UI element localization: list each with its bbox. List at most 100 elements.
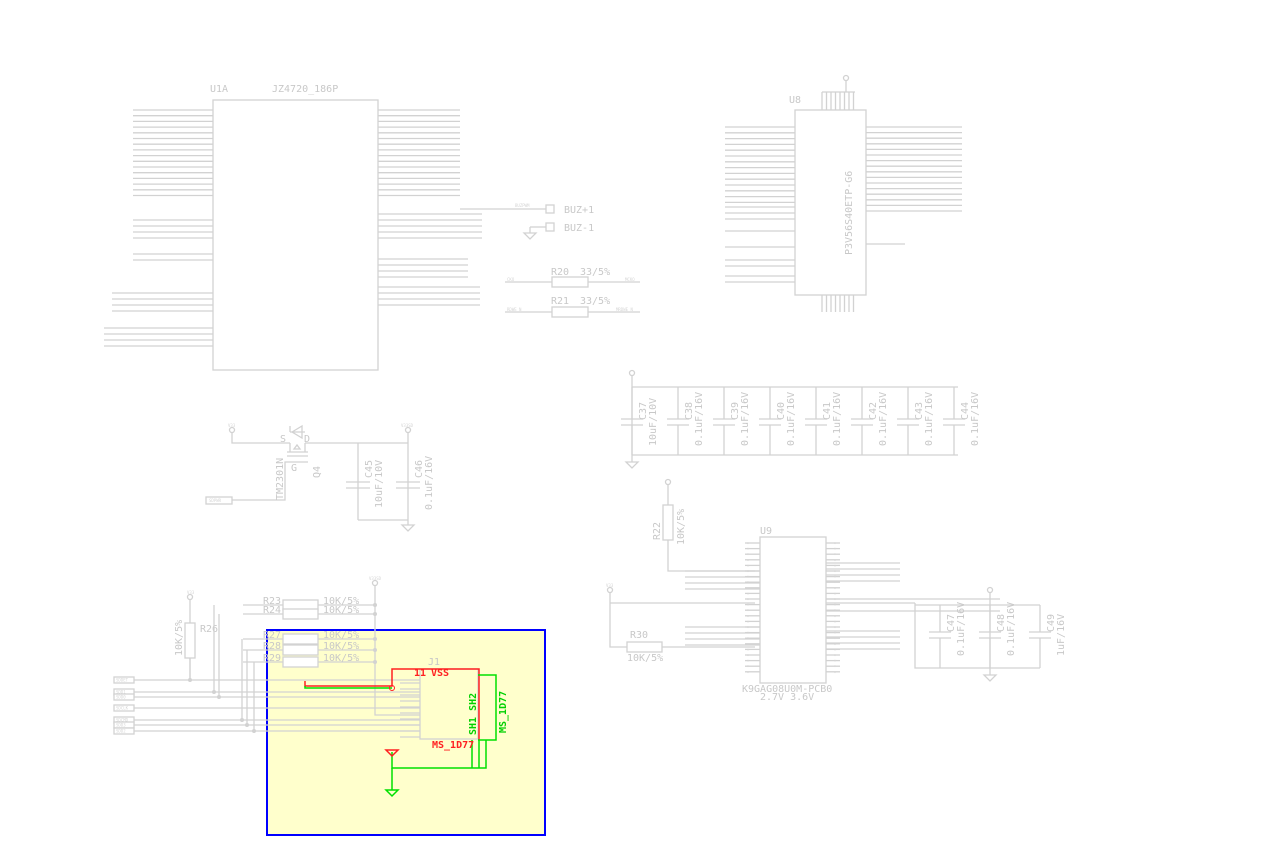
r20-ref: R20 bbox=[551, 267, 569, 278]
nc-mark: × bbox=[834, 625, 837, 630]
resistor-value: 10K/5% bbox=[323, 630, 359, 641]
u9-symbol[interactable]: U9 K9GAG08U0M-PCB0 2.7V 3.6V ×××××××××××… bbox=[606, 478, 1067, 704]
resistor-value: 10K/5% bbox=[323, 641, 359, 652]
nc-mark: × bbox=[747, 653, 750, 658]
cap-ref: C49 bbox=[1046, 614, 1057, 632]
nc-mark: × bbox=[834, 664, 837, 669]
cap-ref: C43 bbox=[914, 402, 925, 420]
r21-ref: R21 bbox=[551, 296, 569, 307]
port-label: SDD3 bbox=[116, 723, 126, 728]
nc-mark: × bbox=[834, 653, 837, 658]
nc-mark: × bbox=[747, 585, 750, 590]
nc-mark: × bbox=[834, 641, 837, 646]
q4-d: D bbox=[304, 434, 310, 445]
cap-value: 0.1uF/16V bbox=[694, 392, 705, 446]
resistor-r20[interactable]: R20 33/5% CKO MCKO bbox=[505, 267, 640, 288]
nc-mark: × bbox=[834, 613, 837, 618]
r26-value: 10K/5% bbox=[174, 620, 185, 656]
pullup-resistor[interactable] bbox=[282, 633, 319, 645]
resistor-r21[interactable]: R21 33/5% RDWE_N MRDWE_N bbox=[505, 296, 640, 318]
sdpwr-port: SDPWR bbox=[209, 498, 222, 503]
nc-mark: × bbox=[747, 541, 750, 546]
port-label: SDD0 bbox=[116, 695, 126, 700]
nc-mark: × bbox=[747, 619, 750, 624]
nc-mark: × bbox=[834, 608, 837, 613]
v33-sd-label: V33 bbox=[187, 590, 195, 595]
u8-value: P3V56S40ETP-G6 bbox=[844, 171, 855, 255]
nc-mark: × bbox=[747, 669, 750, 674]
nc-mark: × bbox=[747, 552, 750, 557]
nc-mark: × bbox=[834, 552, 837, 557]
port-label: SDCMD bbox=[116, 718, 129, 723]
pullup-resistor[interactable] bbox=[282, 608, 319, 620]
r22-value: 10K/5% bbox=[676, 509, 687, 545]
u9-value: K9GAG08U0M-PCB0 bbox=[742, 684, 832, 695]
u1a-symbol[interactable]: U1A JZ4720_186P bbox=[104, 84, 482, 371]
resistor-value: 10K/5% bbox=[323, 605, 359, 616]
pullup-resistor[interactable] bbox=[282, 656, 319, 668]
port-label: SDDET bbox=[116, 678, 129, 683]
q4-s: S bbox=[280, 434, 286, 445]
cap-value: 0.1uF/16V bbox=[832, 392, 843, 446]
resistor-ref: R24 bbox=[263, 605, 281, 616]
cap-value: 0.1uF/16V bbox=[956, 602, 967, 656]
cap-value: 0.1uF/16V bbox=[970, 392, 981, 446]
v33sd-sd-label: V33SD bbox=[369, 576, 382, 581]
cap-value: 0.1uF/16V bbox=[878, 392, 889, 446]
resistor-ref: R29 bbox=[263, 653, 281, 664]
nc-mark: × bbox=[834, 658, 837, 663]
port-label: SDCLK bbox=[116, 706, 129, 711]
cap-ref: C37 bbox=[638, 402, 649, 420]
cap-value: 1uF/16V bbox=[1056, 614, 1067, 656]
resistor-value: 10K/5% bbox=[323, 653, 359, 664]
r26-ref: R26 bbox=[200, 624, 218, 635]
c46-ref: C46 bbox=[414, 460, 425, 478]
nc-mark: × bbox=[834, 546, 837, 551]
nc-mark: × bbox=[834, 636, 837, 641]
cap-ref: C38 bbox=[684, 402, 695, 420]
r21-right-net: MRDWE_N bbox=[616, 307, 633, 312]
r21-value: 33/5% bbox=[580, 296, 610, 307]
cap-ref: C41 bbox=[822, 402, 833, 420]
nc-mark: × bbox=[747, 641, 750, 646]
j1-ref: J1 bbox=[428, 657, 440, 668]
buzzer-connector[interactable]: BUZPWM BUZ+1 BUZ-1 bbox=[460, 203, 594, 240]
nc-mark: × bbox=[747, 658, 750, 663]
nc-mark: × bbox=[834, 619, 837, 624]
cap-ref: C40 bbox=[776, 402, 787, 420]
c45-ref: C45 bbox=[364, 460, 375, 478]
q4-ref: Q4 bbox=[312, 466, 323, 478]
cap-value: 0.1uF/16V bbox=[924, 392, 935, 446]
nc-mark: × bbox=[747, 557, 750, 562]
nc-mark: × bbox=[834, 574, 837, 579]
r20-value: 33/5% bbox=[580, 267, 610, 278]
cap-value: 0.1uF/16V bbox=[786, 392, 797, 446]
buzpwm-net: BUZPWM bbox=[515, 203, 530, 208]
nc-mark: × bbox=[834, 585, 837, 590]
resistor-ref: R28 bbox=[263, 641, 281, 652]
nc-mark: × bbox=[834, 541, 837, 546]
nc-mark: × bbox=[747, 613, 750, 618]
nc-mark: × bbox=[834, 557, 837, 562]
u1a-ref: U1A bbox=[210, 84, 228, 95]
q4-power-switch[interactable]: V33 SDPWR S D G TM2301N Q4 V33SD C45 10u… bbox=[205, 423, 435, 532]
buz-plus-label: BUZ+1 bbox=[564, 205, 594, 216]
nc-mark: × bbox=[834, 669, 837, 674]
c46-value: 0.1uF/16V bbox=[424, 456, 435, 510]
cap-ref: C48 bbox=[996, 614, 1007, 632]
j1-value-green: MS_1D77 bbox=[498, 691, 509, 733]
u8-symbol[interactable]: U8 P3V56S40ETP-G6 bbox=[725, 74, 962, 313]
r30-value: 10K/5% bbox=[627, 653, 663, 664]
r21-left-net: RDWE_N bbox=[507, 307, 522, 312]
q4-value: TM2301N bbox=[275, 458, 286, 500]
pullup-resistor[interactable] bbox=[282, 644, 319, 656]
cap-value: 10uF/10V bbox=[648, 398, 659, 446]
port-label: SDD2 bbox=[116, 729, 126, 734]
v33-label: V33 bbox=[228, 423, 236, 428]
v33-label-u9: V33 bbox=[606, 583, 614, 588]
nc-mark: × bbox=[834, 569, 837, 574]
j1-value-red: MS_1D77 bbox=[432, 740, 474, 751]
